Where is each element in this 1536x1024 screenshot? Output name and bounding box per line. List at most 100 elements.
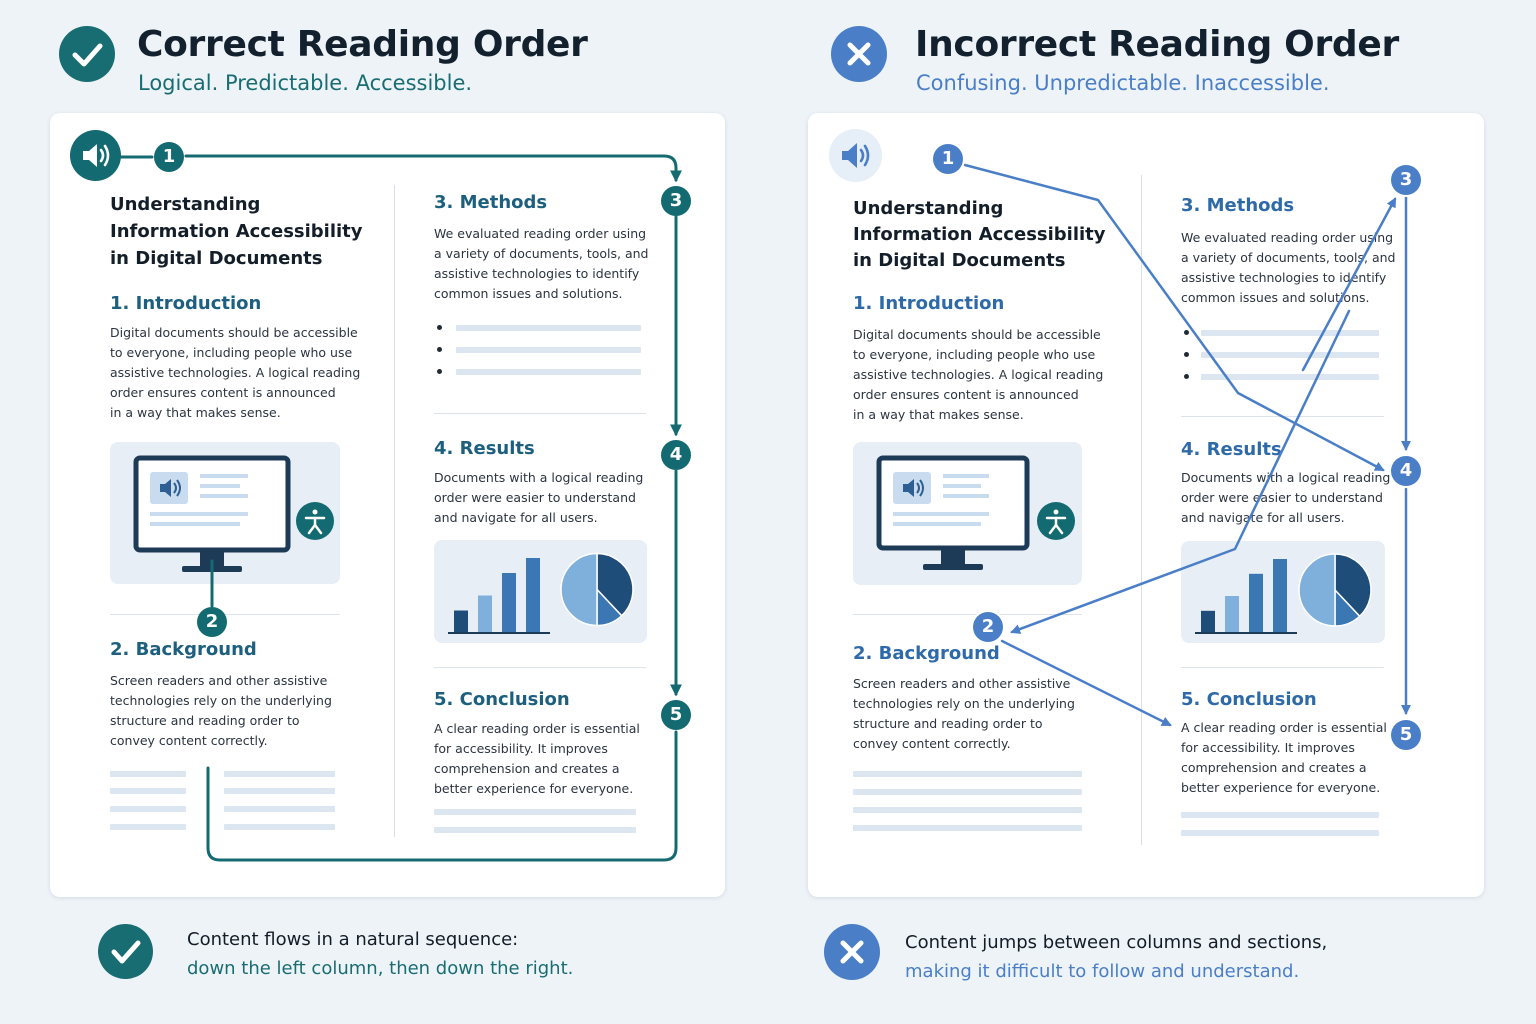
incorrect-badge xyxy=(831,26,887,82)
background-heading: 2. Background xyxy=(110,639,257,660)
text-placeholder-line xyxy=(853,771,1082,777)
cross-icon xyxy=(840,940,864,964)
conclusion-body: A clear reading order is essential for a… xyxy=(434,721,640,796)
text-placeholder-line xyxy=(224,771,335,777)
text-placeholder-line xyxy=(853,807,1082,813)
correct-footer-text: Content flows in a natural sequence: dow… xyxy=(187,929,574,979)
step-5-badge: 5 xyxy=(661,700,691,730)
speaker-icon xyxy=(842,143,870,168)
step-1-badge: 1 xyxy=(154,142,184,172)
results-chart-card xyxy=(434,540,647,643)
text-placeholder-line xyxy=(1181,830,1379,836)
text-placeholder-line xyxy=(853,789,1082,795)
results-heading: 4. Results xyxy=(434,438,535,459)
incorrect-footer-text: Content jumps between columns and sectio… xyxy=(905,932,1328,982)
mini-chart xyxy=(448,552,634,634)
text-placeholder-line xyxy=(434,827,636,833)
checkmark-icon xyxy=(72,43,103,67)
section-divider xyxy=(434,413,646,414)
mini-chart xyxy=(1195,553,1372,634)
speaker-button xyxy=(70,130,121,181)
column-divider xyxy=(1141,175,1142,845)
cross-icon xyxy=(847,42,871,66)
section-divider xyxy=(434,667,646,668)
chart-bar xyxy=(1225,596,1239,633)
chart-bar xyxy=(478,595,492,633)
background-heading: 2. Background xyxy=(853,643,1000,664)
correct-badge xyxy=(59,26,115,82)
methods-heading: 3. Methods xyxy=(434,192,548,213)
step-4-badge: 4 xyxy=(1391,456,1421,486)
pie-slice xyxy=(1298,553,1336,627)
results-body: Documents with a logical reading order w… xyxy=(434,470,644,525)
conclusion-heading: 5. Conclusion xyxy=(1181,689,1317,710)
step-2-badge: 2 xyxy=(197,607,227,637)
text-placeholder-line xyxy=(110,824,186,830)
bullet xyxy=(437,347,442,352)
chart-bar xyxy=(1273,559,1287,633)
results-heading: 4. Results xyxy=(1181,439,1282,460)
text-placeholder-line xyxy=(110,771,186,777)
text-placeholder-line xyxy=(434,809,636,815)
introduction-body: Digital documents should be accessible t… xyxy=(853,327,1104,422)
conclusion-heading: 5. Conclusion xyxy=(434,689,570,710)
step-4-badge: 4 xyxy=(661,440,691,470)
monitor-icon xyxy=(133,455,334,572)
background-body: Screen readers and other assistive techn… xyxy=(110,673,332,748)
step-3-badge: 3 xyxy=(1391,165,1421,195)
results-chart-card xyxy=(1181,541,1385,643)
conclusion-body: A clear reading order is essential for a… xyxy=(1181,720,1387,795)
introduction-heading: 1. Introduction xyxy=(853,293,1005,314)
methods-heading: 3. Methods xyxy=(1181,195,1295,216)
text-placeholder-line xyxy=(110,806,186,812)
correct-title: Correct Reading Order xyxy=(137,24,588,65)
speaker-button xyxy=(829,129,882,182)
monitor-icon xyxy=(876,455,1075,570)
text-placeholder-line xyxy=(456,347,641,353)
text-placeholder-line xyxy=(224,788,335,794)
bullet xyxy=(1184,352,1189,357)
text-placeholder-line xyxy=(224,824,335,830)
chart-bar xyxy=(502,573,516,633)
checkmark-icon xyxy=(111,940,141,964)
pie-slice xyxy=(596,552,634,617)
bullet xyxy=(437,369,442,374)
text-placeholder-line xyxy=(110,788,186,794)
chart-bar xyxy=(526,558,540,633)
incorrect-title: Incorrect Reading Order xyxy=(915,24,1399,65)
document-title: Understanding Information Accessibility … xyxy=(110,194,363,269)
chart-bar xyxy=(454,610,468,633)
section-divider xyxy=(1181,416,1384,417)
correct-document-card: Understanding Information Accessibility … xyxy=(50,113,725,897)
monitor-illustration xyxy=(853,442,1082,585)
step-5-badge: 5 xyxy=(1391,720,1421,750)
text-placeholder-line xyxy=(456,369,641,375)
section-divider xyxy=(853,614,1082,615)
document-title: Understanding Information Accessibility … xyxy=(853,198,1106,271)
section-divider xyxy=(1181,667,1384,668)
text-placeholder-line xyxy=(224,806,335,812)
incorrect-subtitle: Confusing. Unpredictable. Inaccessible. xyxy=(916,71,1330,95)
chart-bar xyxy=(1249,573,1263,633)
text-placeholder-line xyxy=(1181,812,1379,818)
correct-footer-badge xyxy=(98,924,153,979)
column-divider xyxy=(394,185,395,837)
bullet xyxy=(437,325,442,330)
incorrect-document-card: Understanding Information Accessibility … xyxy=(808,113,1484,897)
introduction-heading: 1. Introduction xyxy=(110,293,262,314)
background-body: Screen readers and other assistive techn… xyxy=(853,676,1075,751)
correct-subtitle: Logical. Predictable. Accessible. xyxy=(138,71,473,95)
accessibility-person-icon xyxy=(304,509,326,535)
introduction-body: Digital documents should be accessible t… xyxy=(110,325,361,420)
chart-bar xyxy=(1201,610,1215,633)
text-placeholder-line xyxy=(853,825,1082,831)
text-placeholder-line xyxy=(1201,330,1379,336)
step-2-badge: 2 xyxy=(973,612,1003,642)
bullet xyxy=(1184,374,1189,379)
text-placeholder-line xyxy=(1201,352,1379,358)
incorrect-footer-badge xyxy=(824,924,880,980)
step-3-badge: 3 xyxy=(661,186,691,216)
text-placeholder-line xyxy=(456,325,641,331)
methods-body: We evaluated reading order using a varie… xyxy=(434,226,649,301)
pie-slice xyxy=(560,552,598,627)
